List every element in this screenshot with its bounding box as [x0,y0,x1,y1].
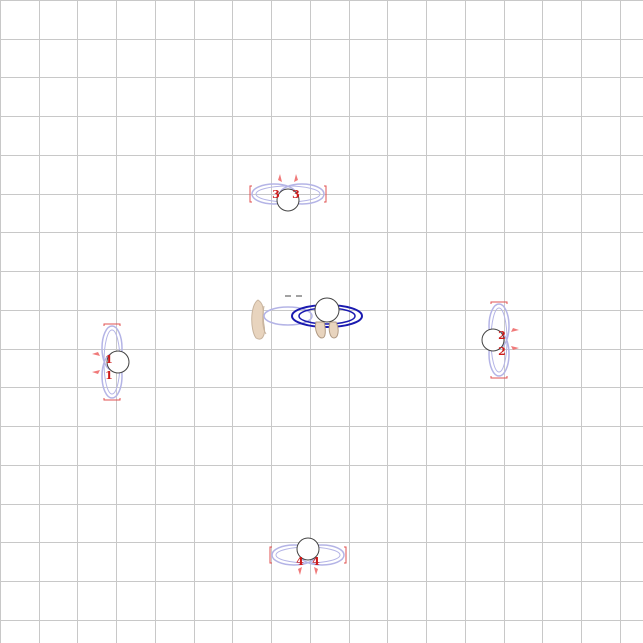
head-icon [314,297,340,323]
bracket-icon [269,546,347,564]
figure-2-label-a: 2 [498,329,506,342]
bracket-icon [249,185,327,203]
feet-icon [315,321,339,339]
head-icon [481,328,505,352]
arrow-icon [278,174,298,182]
figure-1[interactable]: 1 1 [92,323,130,401]
arrow-icon [298,567,318,575]
figure-3-label-b: 3 [292,188,300,201]
arrow-icon [92,352,100,374]
figure-2-label-b: 2 [498,345,506,358]
ring-light-icon [263,306,313,326]
footprint-icon [251,299,267,340]
head-icon [276,188,300,212]
figure-2[interactable]: 2 2 [481,301,519,379]
figure-3-label-a: 3 [272,188,280,201]
figure-1-label-b: 1 [105,369,113,382]
figure-3[interactable]: 3 3 [249,174,327,212]
head-icon [106,350,130,374]
bracket-icon [490,301,508,379]
figure-4-label-b: 4 [312,555,320,568]
figure-4-label-a: 4 [296,555,304,568]
figure-4[interactable]: 4 4 [269,537,347,575]
center-figure[interactable] [251,295,363,340]
arrow-icon [511,328,519,350]
bracket-icon [103,323,121,401]
figure-1-label-a: 1 [105,353,113,366]
head-icon [296,537,320,561]
